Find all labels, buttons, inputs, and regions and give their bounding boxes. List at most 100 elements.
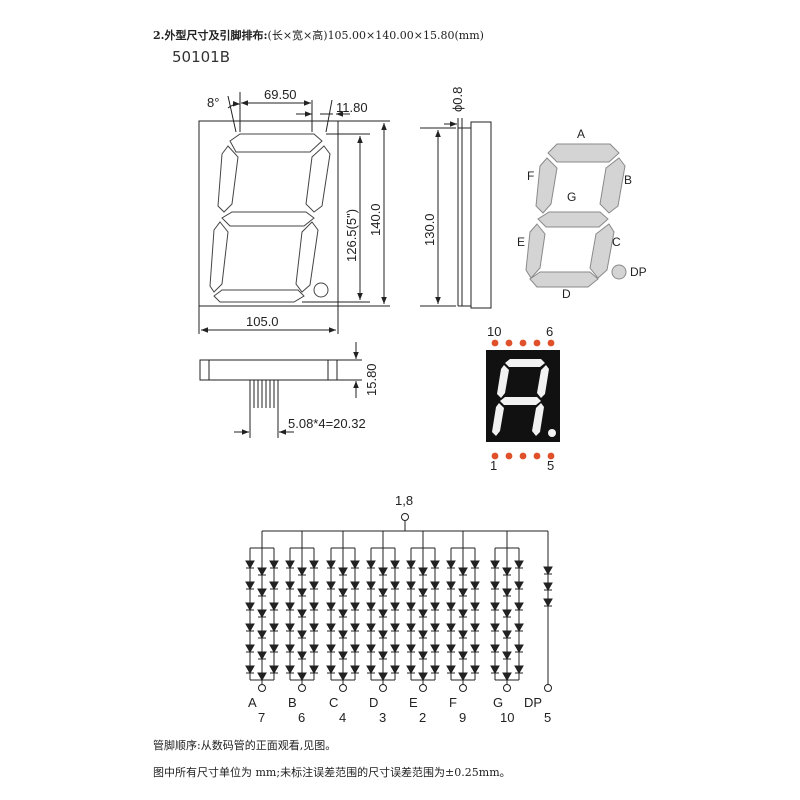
- angle-leader-1: [227, 95, 237, 133]
- diode-symbol: [458, 651, 468, 661]
- segment-terminal: [544, 684, 552, 692]
- diode-symbol: [326, 644, 336, 654]
- pin-dot-top: [547, 339, 555, 347]
- diode-symbol: [490, 602, 500, 612]
- diode-symbol: [338, 672, 348, 682]
- diode-symbol: [390, 623, 400, 633]
- pin-dot-bottom: [533, 452, 541, 460]
- schematic-channel-f: [446, 531, 480, 692]
- diode-symbol: [502, 651, 512, 661]
- diode-symbol: [338, 651, 348, 661]
- diode-symbol: [285, 623, 295, 633]
- diode-symbol: [446, 644, 456, 654]
- common-pin-label: 1,8: [395, 493, 413, 508]
- diode-symbol: [490, 623, 500, 633]
- diode-symbol: [378, 672, 388, 682]
- diode-symbol: [309, 644, 319, 654]
- module-seg-g: [500, 397, 541, 405]
- heading-dimensions: (长×宽×高)105.00×140.00×15.80(mm): [267, 29, 484, 42]
- module-seg-f: [497, 365, 509, 398]
- schematic-pin-label: 9: [459, 710, 466, 725]
- schematic-pin-label: 7: [258, 710, 265, 725]
- seg-a-outline: [229, 133, 323, 153]
- seg-g-outline: [221, 211, 315, 227]
- schematic-pin-label: 6: [298, 710, 305, 725]
- pin-dot-bottom: [505, 452, 513, 460]
- diode-symbol: [406, 644, 416, 654]
- label-seg-b: B: [624, 173, 632, 187]
- units-note: 图中所有尺寸单位为 mm;未标注误差范围的尺寸误差范围为±0.25mm。: [153, 766, 511, 779]
- seg-dp-outline: [313, 282, 329, 298]
- diode-symbol: [514, 560, 524, 570]
- diode-symbol: [502, 609, 512, 619]
- pin-pitch-label: 5.08*4=20.32: [288, 416, 366, 431]
- common-terminal: [401, 513, 409, 521]
- diode-symbol: [543, 582, 553, 592]
- schematic-channel-dp: [543, 531, 553, 692]
- schematic-seg-label: C: [329, 695, 338, 710]
- pin-label-6: 6: [546, 324, 553, 339]
- diode-symbol: [490, 644, 500, 654]
- schematic-seg-label: A: [248, 695, 257, 710]
- diode-symbol: [257, 588, 267, 598]
- diode-symbol: [269, 623, 279, 633]
- pin-dot-top: [533, 339, 541, 347]
- schematic-channel-a: [245, 531, 279, 692]
- diode-symbol: [406, 665, 416, 675]
- bottom-view: [199, 342, 362, 438]
- schematic-seg-label: D: [369, 695, 378, 710]
- pin-dots-top: [491, 339, 555, 347]
- diode-symbol: [470, 602, 480, 612]
- diode-symbol: [309, 623, 319, 633]
- diode-symbol: [490, 560, 500, 570]
- inner-height-label: 126.5(5"): [344, 209, 359, 262]
- diode-symbol: [430, 560, 440, 570]
- diode-symbol: [390, 665, 400, 675]
- diode-symbol: [326, 623, 336, 633]
- module-seg-e: [492, 403, 504, 436]
- diode-symbol: [245, 623, 255, 633]
- pin-dot-bottom: [519, 452, 527, 460]
- diagram-seg-d: [529, 271, 599, 288]
- diode-symbol: [245, 665, 255, 675]
- diode-symbol: [446, 581, 456, 591]
- diode-symbol: [490, 581, 500, 591]
- diode-symbol: [269, 560, 279, 570]
- segment-terminal: [503, 684, 511, 692]
- diode-symbol: [309, 560, 319, 570]
- ext-right-slant: [325, 99, 333, 133]
- diode-symbol: [366, 602, 376, 612]
- diode-symbol: [338, 630, 348, 640]
- diode-symbol: [366, 665, 376, 675]
- diode-symbol: [470, 665, 480, 675]
- diode-symbol: [338, 588, 348, 598]
- diode-symbol: [390, 644, 400, 654]
- schematic-seg-label: DP: [524, 695, 542, 710]
- schematic-channel-c: [326, 531, 360, 692]
- module-seg-b: [537, 365, 549, 398]
- diode-symbol: [458, 630, 468, 640]
- schematic-pin-label: 10: [500, 710, 514, 725]
- pin-dot-bottom: [547, 452, 555, 460]
- diode-symbol: [390, 581, 400, 591]
- schematic-pin-label: 3: [379, 710, 386, 725]
- diode-symbol: [350, 581, 360, 591]
- pin-dot-top: [505, 339, 513, 347]
- diode-symbol: [430, 665, 440, 675]
- diode-symbol: [378, 609, 388, 619]
- diode-symbol: [446, 602, 456, 612]
- diode-symbol: [350, 623, 360, 633]
- diode-symbol: [269, 665, 279, 675]
- bottom-pins: [249, 380, 279, 408]
- diode-symbol: [502, 672, 512, 682]
- diode-symbol: [285, 644, 295, 654]
- diode-symbol: [257, 630, 267, 640]
- diode-symbol: [406, 602, 416, 612]
- diode-symbol: [326, 581, 336, 591]
- diode-symbol: [418, 567, 428, 577]
- diode-symbol: [470, 581, 480, 591]
- diode-symbol: [502, 588, 512, 598]
- diode-symbol: [406, 560, 416, 570]
- diode-symbol: [543, 598, 553, 608]
- segment-terminal: [339, 684, 347, 692]
